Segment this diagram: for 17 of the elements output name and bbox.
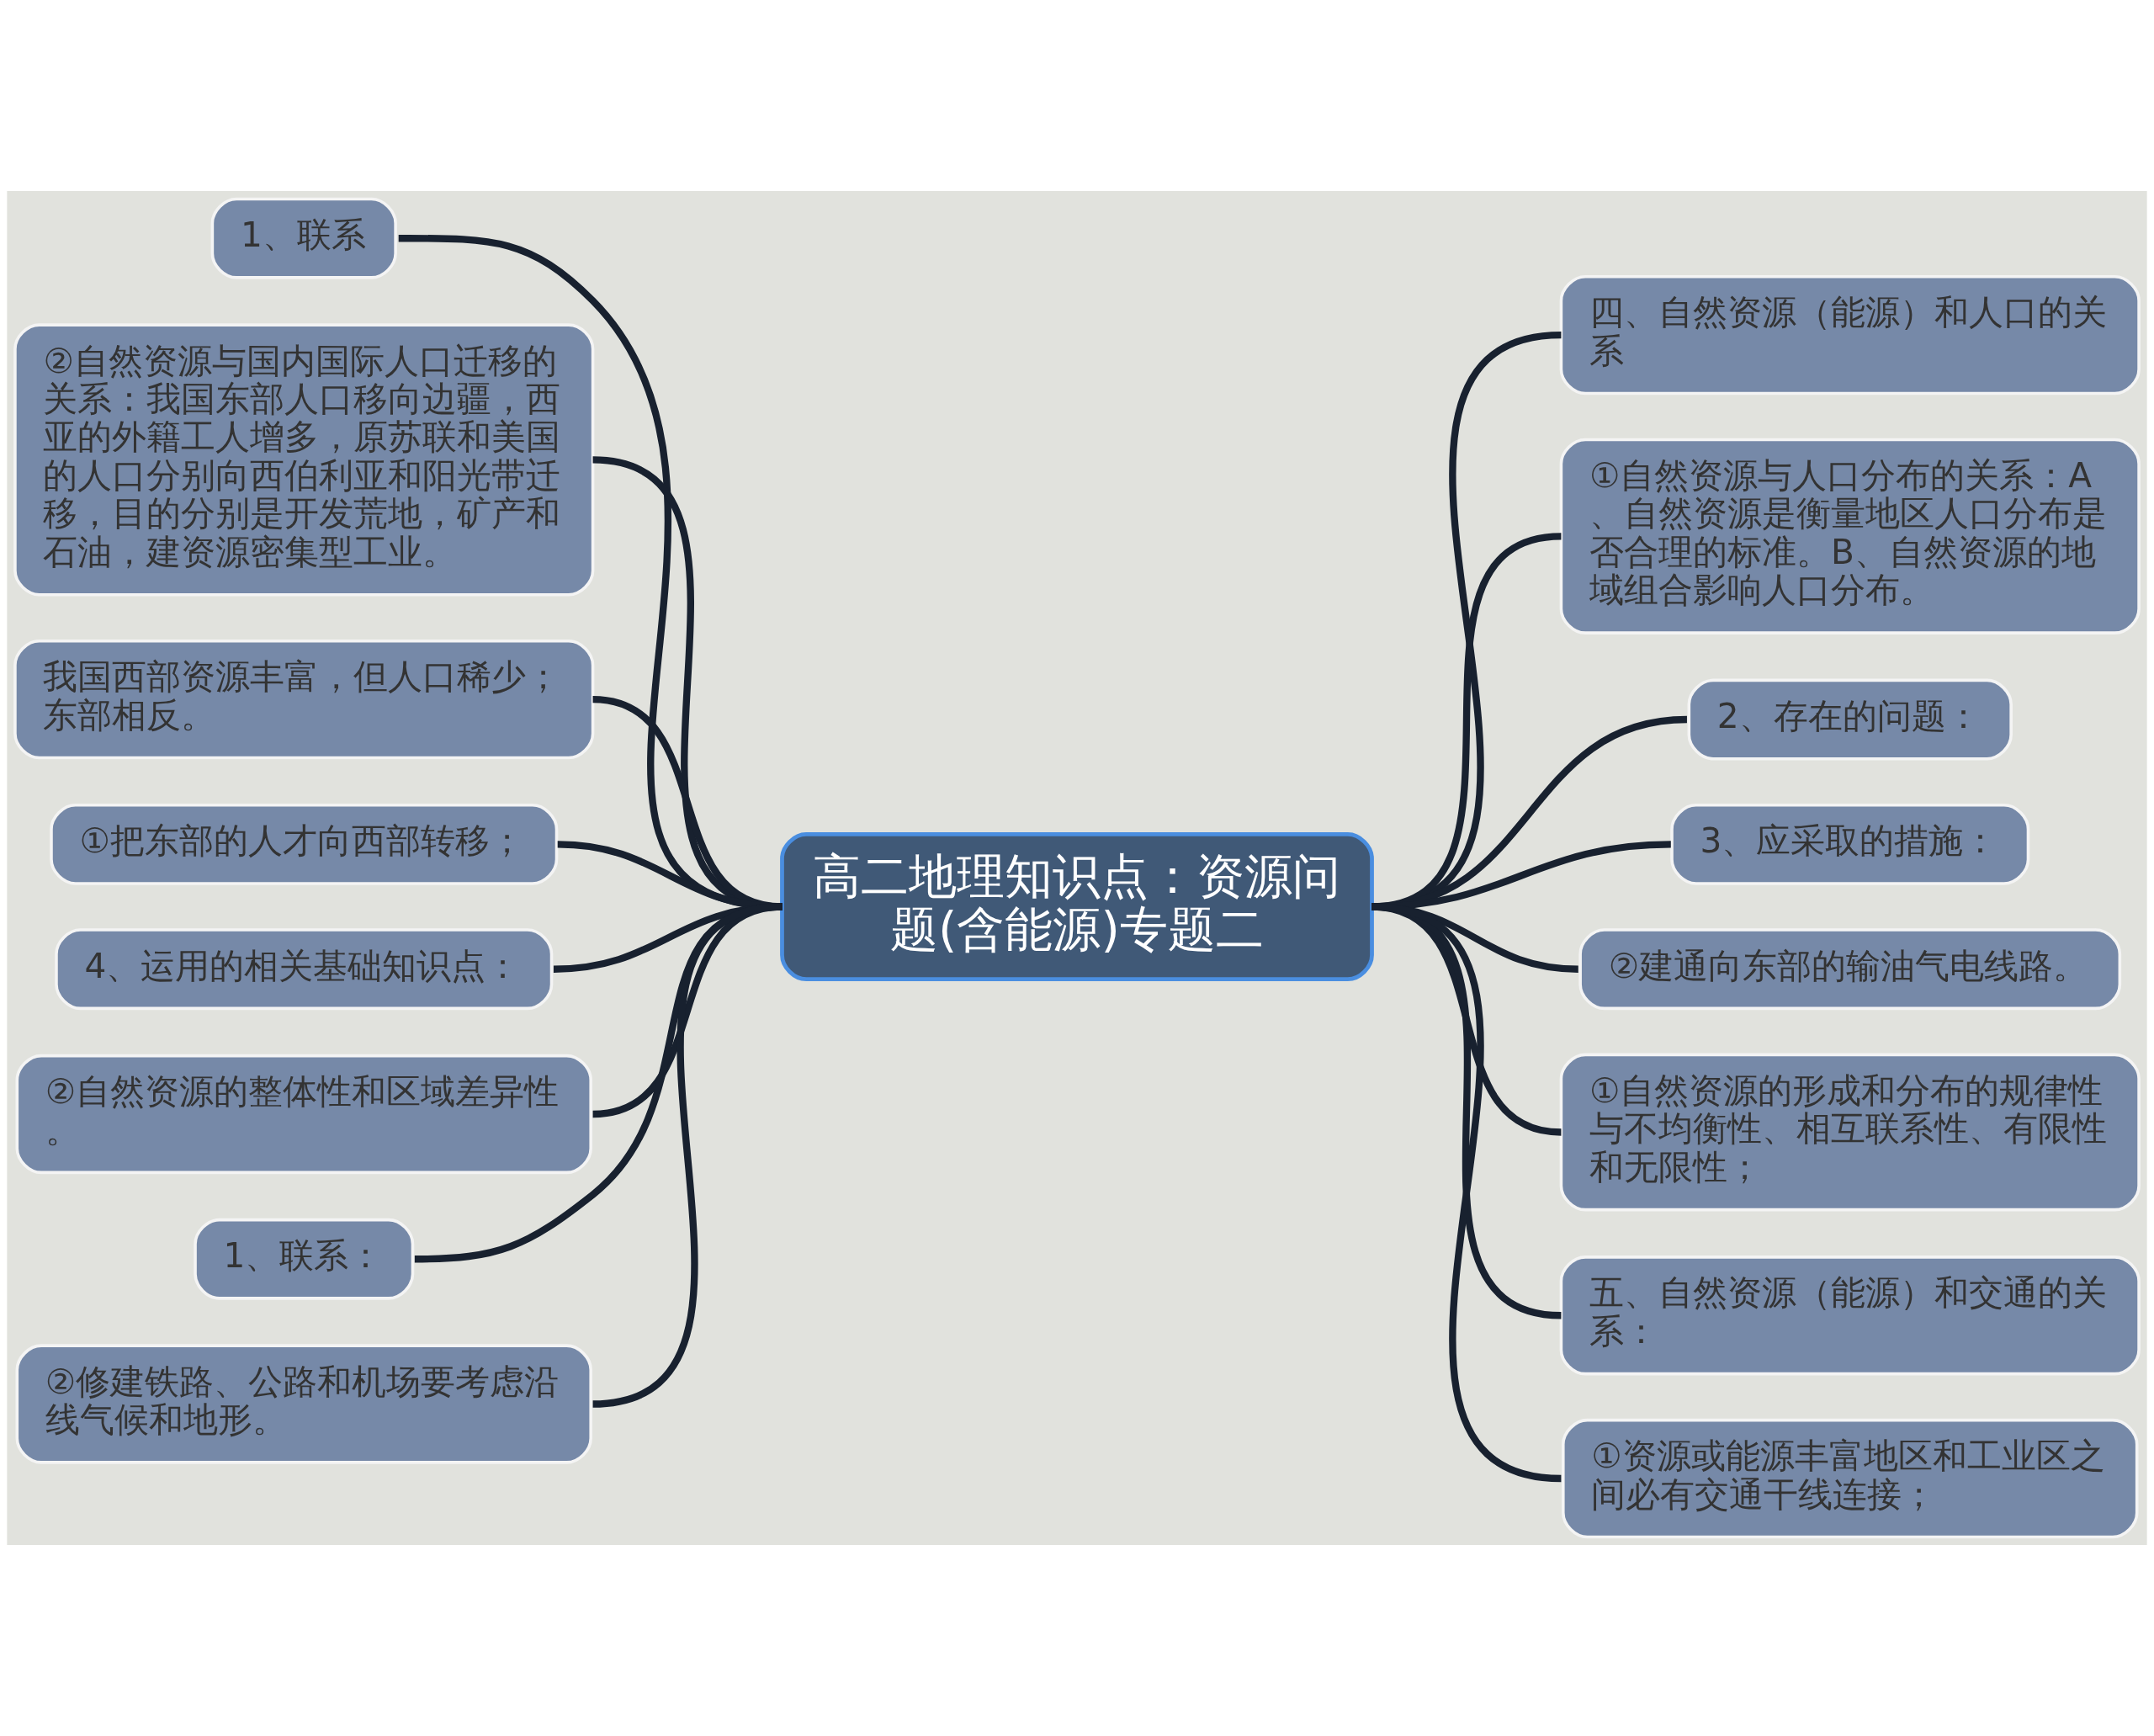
node-box: ①资源或能源丰富地区和工业区之间必有交通干线连接；: [1562, 1418, 2139, 1539]
node-box: 3、应采取的措施：: [1670, 803, 2030, 885]
node-box: 我国西部资源丰富，但人口稀少；东部相反。: [13, 639, 595, 760]
node-box: 五、自然资源（能源）和交通的关系：: [1559, 1256, 2141, 1376]
node-box: 4、运用的相关基础知识点：: [55, 928, 554, 1011]
node-box: ①把东部的人才向西部转移；: [50, 803, 559, 885]
node-box: 1、联系：: [194, 1218, 415, 1300]
node-box: ②修建铁路、公路和机场要考虑沿线气候和地形。: [15, 1344, 592, 1464]
node-box: 1、联系: [210, 197, 397, 279]
node-box: ②自然资源的整体性和区域差异性。: [15, 1054, 592, 1175]
node-box: ①自然资源与人口分布的关系：A、自然资源是衡量地区人口分布是否合理的标准。B、自然资源的地域组合影响人口分布。: [1559, 438, 2141, 634]
node-box: ②自然资源与国内国际人口迁移的关系：我国东部人口移向边疆，西亚的外籍工人增多，原苏联和美国的人口分别向西伯利亚和阳光带迁移，目的分别是开发荒地，矿产和石油，建资源密集型工业。: [13, 323, 595, 597]
node-box: ①自然资源的形成和分布的规律性与不均衡性、相互联系性、有限性和无限性；: [1559, 1053, 2141, 1212]
node-box: 2、存在的问题：: [1687, 678, 2013, 761]
node-box: 四、自然资源（能源）和人口的关系: [1559, 274, 2141, 396]
node-box: 高二地理知识点：资源问题(含能源)专题二: [780, 832, 1374, 982]
node-box: ②建通向东部的输油气电线路。: [1578, 928, 2122, 1011]
